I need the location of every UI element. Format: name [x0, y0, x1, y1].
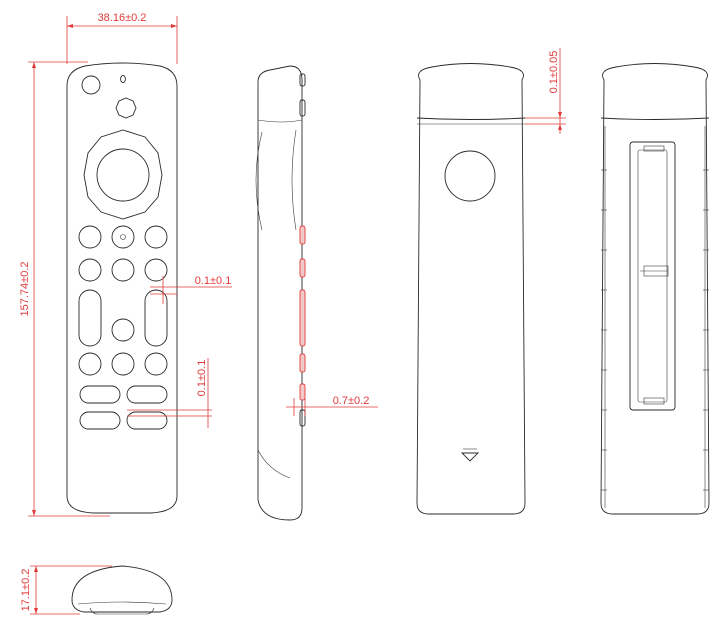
- side-nub-button-3: [299, 353, 306, 373]
- side-view: 0.7±0.2: [255, 65, 378, 521]
- side-contour-low: [257, 449, 291, 479]
- dpad-ring: [83, 129, 163, 220]
- front-body-outline: [66, 62, 178, 514]
- dim-gap-side-label: 0.1±0.1: [195, 275, 232, 287]
- end-profile-base: [89, 607, 155, 615]
- button-r3-left: [78, 352, 102, 376]
- side-nub-button-2: [299, 258, 306, 278]
- battery-cover-arrow-icon: [460, 452, 480, 462]
- app-button-4: [126, 411, 168, 430]
- side-nub-top-2: [299, 99, 306, 117]
- side-nub-button-1: [299, 225, 306, 245]
- side-nub-rocker: [299, 289, 306, 347]
- end-view: 17.1±0.2: [20, 565, 173, 615]
- back-logo-circle: [444, 150, 496, 202]
- button-r2-mid: [111, 258, 135, 282]
- button-r1-mid: [111, 225, 135, 249]
- app-button-2: [126, 385, 168, 404]
- side-contour-front: [257, 119, 303, 123]
- internal-body-outline: [600, 63, 710, 515]
- side-nub-top-1: [299, 73, 306, 87]
- dpad-center-button: [96, 148, 150, 202]
- battery-compartment-outer: [629, 141, 676, 411]
- end-profile-contour: [77, 601, 167, 605]
- microphone-hole: [120, 74, 126, 84]
- battery-contact-bottom: [643, 397, 665, 405]
- dim-length-label: 157.74±0.2: [19, 262, 31, 317]
- side-contour-bulge: [255, 131, 263, 231]
- side-nub-button-5: [299, 409, 306, 427]
- dim-gap-lower-label: 0.1±0.1: [196, 360, 208, 397]
- button-r1-right: [144, 225, 168, 249]
- button-r1-mid-mark: [120, 234, 126, 240]
- power-button: [81, 75, 101, 95]
- app-button-1: [79, 385, 121, 404]
- dim-thickness-label: 17.1±0.2: [20, 569, 32, 612]
- channel-rocker: [144, 289, 168, 347]
- button-r2-left: [78, 258, 102, 282]
- dim-button-protrusion-label: 0.7±0.2: [333, 395, 370, 407]
- internal-cap-line: [600, 117, 710, 120]
- back-cap-line: [416, 117, 526, 120]
- dim-width-label: 38.16±0.2: [98, 12, 147, 24]
- front-view: 38.16±0.2 157.74±0.2 0.1±0.1 0.1±0.1: [19, 12, 232, 517]
- end-profile-outline: [71, 565, 173, 613]
- internal-view: [600, 63, 710, 515]
- mute-button: [111, 318, 135, 342]
- button-r1-left: [78, 225, 102, 249]
- side-contour-dpad: [291, 129, 297, 231]
- side-nub-button-4: [299, 383, 306, 401]
- battery-contact-top: [643, 145, 665, 152]
- back-body-outline: [416, 63, 526, 515]
- button-r2-right: [144, 258, 168, 282]
- dim-cap-step-label: 0.1±0.05: [548, 51, 560, 94]
- internal-ribs: [601, 169, 709, 491]
- voice-button: [115, 97, 137, 119]
- app-button-3: [79, 411, 121, 430]
- button-r3-right: [144, 352, 168, 376]
- button-r3-mid: [111, 352, 135, 376]
- volume-rocker: [78, 289, 102, 347]
- back-view: 0.1±0.05: [416, 48, 566, 515]
